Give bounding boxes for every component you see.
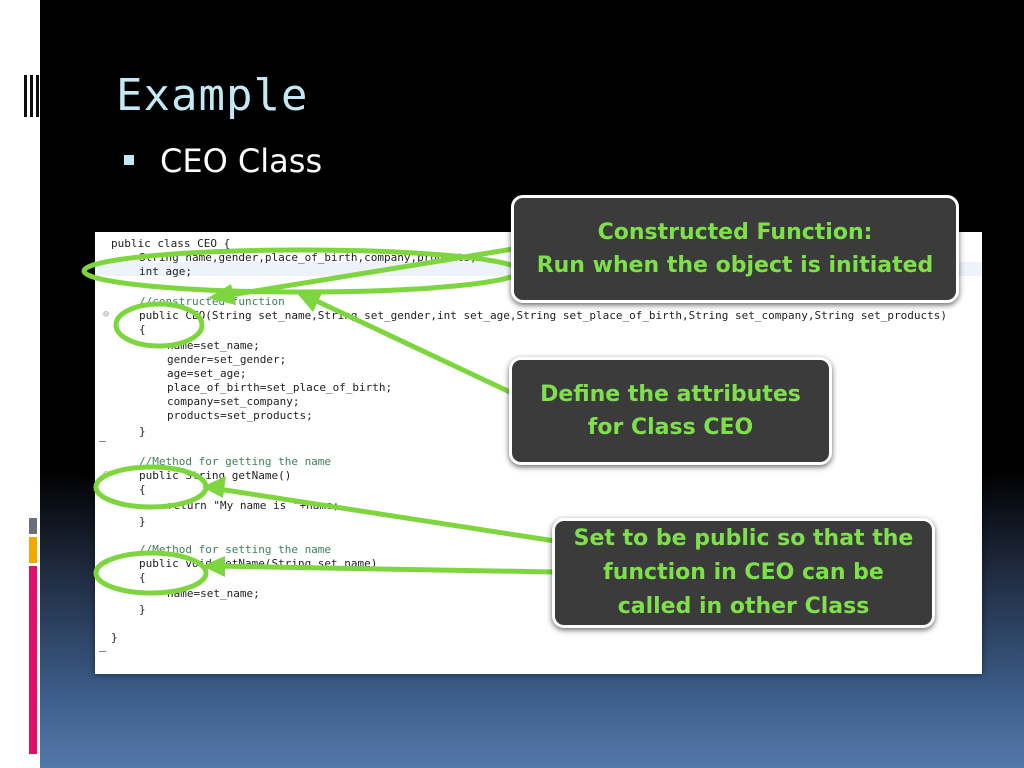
accent-bar-gray [29,518,37,534]
arrowhead [202,556,225,577]
callout-constructor-line1: Constructed Function: [597,220,873,245]
slide-title: Example [116,70,309,121]
code-line: { [139,483,146,496]
code-line: company=set_company; [167,395,300,408]
annotation-arrow [217,246,514,300]
arrowhead [208,284,236,305]
callout-constructor: Constructed Function: Run when the objec… [511,195,959,303]
code-line: } [139,603,146,616]
fold-marker-icon: ⊖ [103,309,110,320]
code-line: public class CEO { [111,237,231,250]
annotation-arrow [211,485,556,544]
code-line: } [139,515,146,528]
code-line: int age; [139,265,192,278]
code-line: name=set_name; [167,587,260,600]
callout-public-line2: function in CEO can be [603,560,884,585]
slide-corner-ornament [22,75,40,117]
arrowhead [296,292,322,312]
annotation-arrow [304,293,514,396]
callout-attributes-line1: Define the attributes [540,382,801,407]
callout-attributes-line2: for Class CEO [587,415,754,440]
accent-bar-orange [29,537,37,563]
annotation-ellipse-getname [93,464,209,510]
gutter-mark: _ [99,638,107,652]
callout-constructor-line2: Run when the object is initiated [536,253,934,278]
bullet-marker [124,155,134,165]
code-line: age=set_age; [167,367,247,380]
accent-bar-pink [29,566,37,754]
code-line: public String getName() [139,469,292,482]
callout-public-line3: called in other Class [617,594,870,619]
code-line: { [139,571,146,584]
bullet-text: CEO Class [160,142,323,180]
code-line: gender=set_gender; [167,353,287,366]
arrowhead [202,476,226,498]
code-line: place_of_birth=set_place_of_birth; [167,381,393,394]
callout-attributes: Define the attributes for Class CEO [509,357,832,465]
code-line: products=set_products; [167,409,313,422]
callout-public: Set to be public so that the function in… [552,518,935,628]
callout-public-line1: Set to be public so that the [573,526,914,551]
annotation-ellipse-setname [93,550,209,596]
code-line: } [139,425,146,438]
gutter-mark: _ [99,428,107,442]
code-line: } [111,631,118,644]
annotation-ellipse-constructor [113,301,205,349]
annotation-arrow [211,563,556,575]
code-line: { [139,323,146,336]
